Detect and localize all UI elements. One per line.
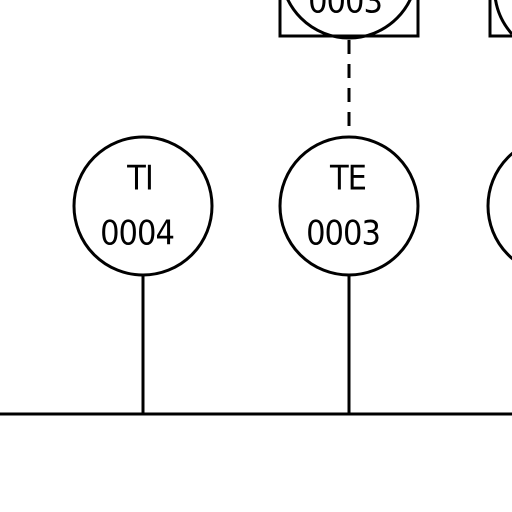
top-instrument-box [278, 0, 420, 38]
instrument-function-label: TI [126, 159, 153, 199]
top-instrument-box [488, 0, 512, 38]
instrument-bubble [278, 135, 420, 277]
instrument-partial-right [486, 151, 512, 261]
top-instrument-number: 0003 [308, 0, 382, 22]
top-instrument-center: 0003 [278, 0, 420, 40]
top-instrument-right [488, 0, 512, 38]
instrument-bubble [72, 135, 214, 277]
instrument-number-label: 0004 [100, 214, 174, 254]
top-instrument-bubble [286, 0, 412, 40]
instrument-function-label: TE [329, 159, 366, 199]
instrument-number-label: 0003 [306, 214, 380, 254]
instrument-bubble [486, 151, 512, 261]
instrument-te-0003: TE 0003 [278, 135, 420, 414]
top-instrument-arc [494, 0, 512, 36]
instrument-ti-0004: TI 0004 [72, 135, 214, 414]
